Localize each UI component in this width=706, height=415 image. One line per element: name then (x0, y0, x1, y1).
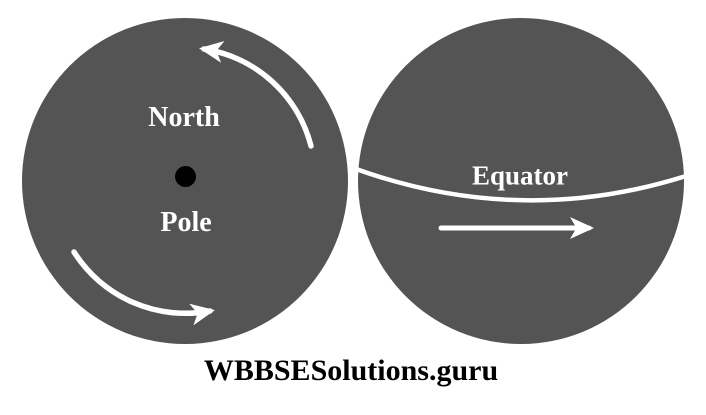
pole-label: Pole (160, 207, 212, 238)
watermark-text: WBBSESolutions.guru (203, 354, 499, 387)
north-pole-dot (175, 166, 196, 187)
north-label: North (148, 102, 220, 133)
equator-label: Equator (471, 160, 569, 191)
